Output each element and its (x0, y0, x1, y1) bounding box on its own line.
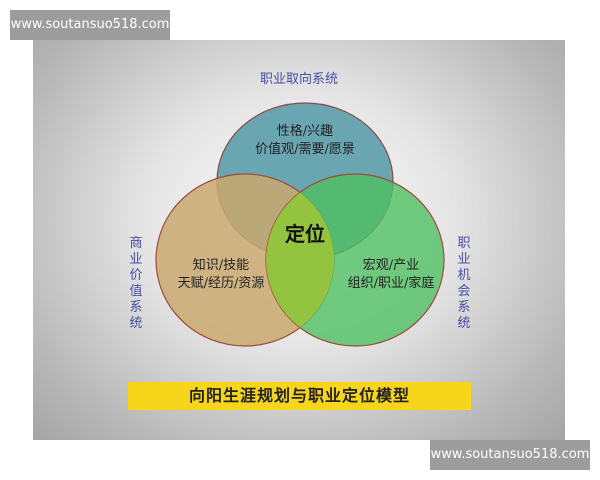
text-line: 天赋/经历/资源 (177, 276, 265, 291)
text-line: 组织/职业/家庭 (347, 276, 435, 291)
watermark: www.soutansuo518.com (10, 10, 170, 40)
left-system-label: 商业价值系统 (129, 236, 143, 331)
diagram-title: 向阳生涯规划与职业定位模型 (128, 382, 471, 410)
watermark: www.soutansuo518.com (430, 440, 590, 470)
diagram-panel: 职业取向系统 商业价值系统 职业机会系统 性格/兴趣 价值观/需要/愿景 知识/… (33, 40, 565, 440)
text-line: 宏观/产业 (362, 258, 420, 273)
text-line: 价值观/需要/愿景 (255, 142, 355, 157)
venn-diagram (155, 102, 445, 347)
left-circle-text: 知识/技能 天赋/经历/资源 (161, 257, 281, 293)
center-label: 定位 (285, 222, 325, 246)
text-line: 性格/兴趣 (276, 124, 334, 139)
text-line: 知识/技能 (192, 258, 250, 273)
top-system-label: 职业取向系统 (259, 72, 338, 87)
right-circle-text: 宏观/产业 组织/职业/家庭 (331, 257, 451, 293)
center-overlap (266, 174, 334, 346)
right-system-label: 职业机会系统 (457, 236, 471, 331)
top-circle-text: 性格/兴趣 价值观/需要/愿景 (225, 123, 385, 159)
